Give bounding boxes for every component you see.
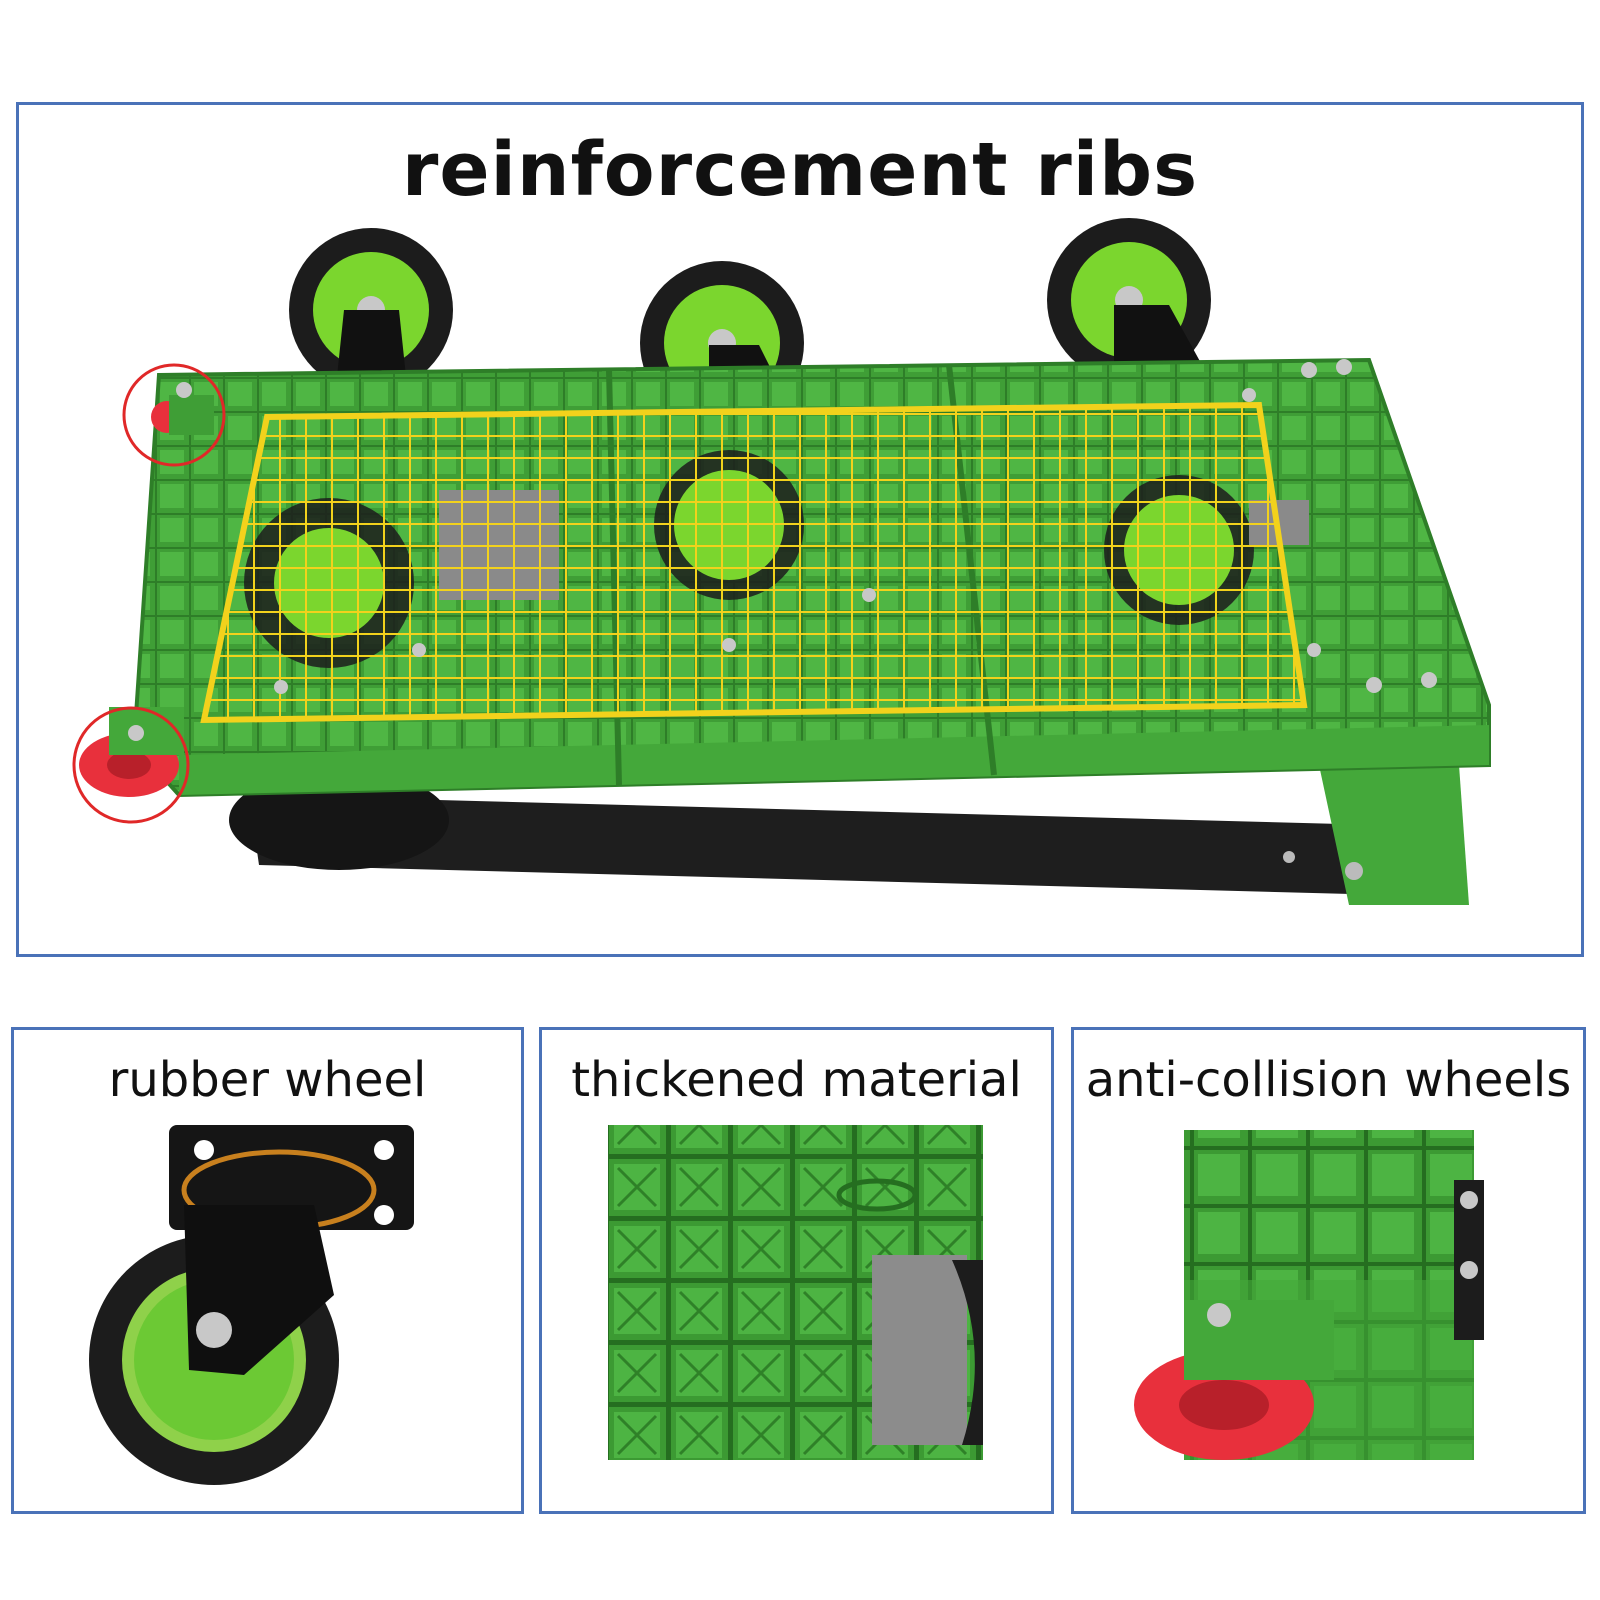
main-panel: reinforcement ribs [16, 102, 1584, 957]
detail-panel-thickened-material: thickened material [539, 1027, 1054, 1514]
highlight-circle-top [122, 363, 226, 467]
highlight-circle-bottom [72, 706, 190, 824]
detail-panel-rubber-wheel: rubber wheel [11, 1027, 524, 1514]
detail-caption: rubber wheel [108, 1052, 427, 1108]
thickened-material-illustration [608, 1125, 983, 1460]
cart-illustration [72, 218, 1491, 905]
reinforcement-grid [200, 401, 1308, 724]
anti-collision-wheel-illustration [1134, 1130, 1484, 1460]
bumper-wheel-top [151, 382, 214, 435]
main-caption: reinforcement ribs [401, 127, 1199, 213]
detail-caption: thickened material [571, 1052, 1022, 1108]
rubber-wheel-illustration [89, 1125, 414, 1485]
detail-panel-anti-collision-wheels: anti-collision wheels [1071, 1027, 1586, 1514]
detail-caption: anti-collision wheels [1085, 1052, 1572, 1108]
